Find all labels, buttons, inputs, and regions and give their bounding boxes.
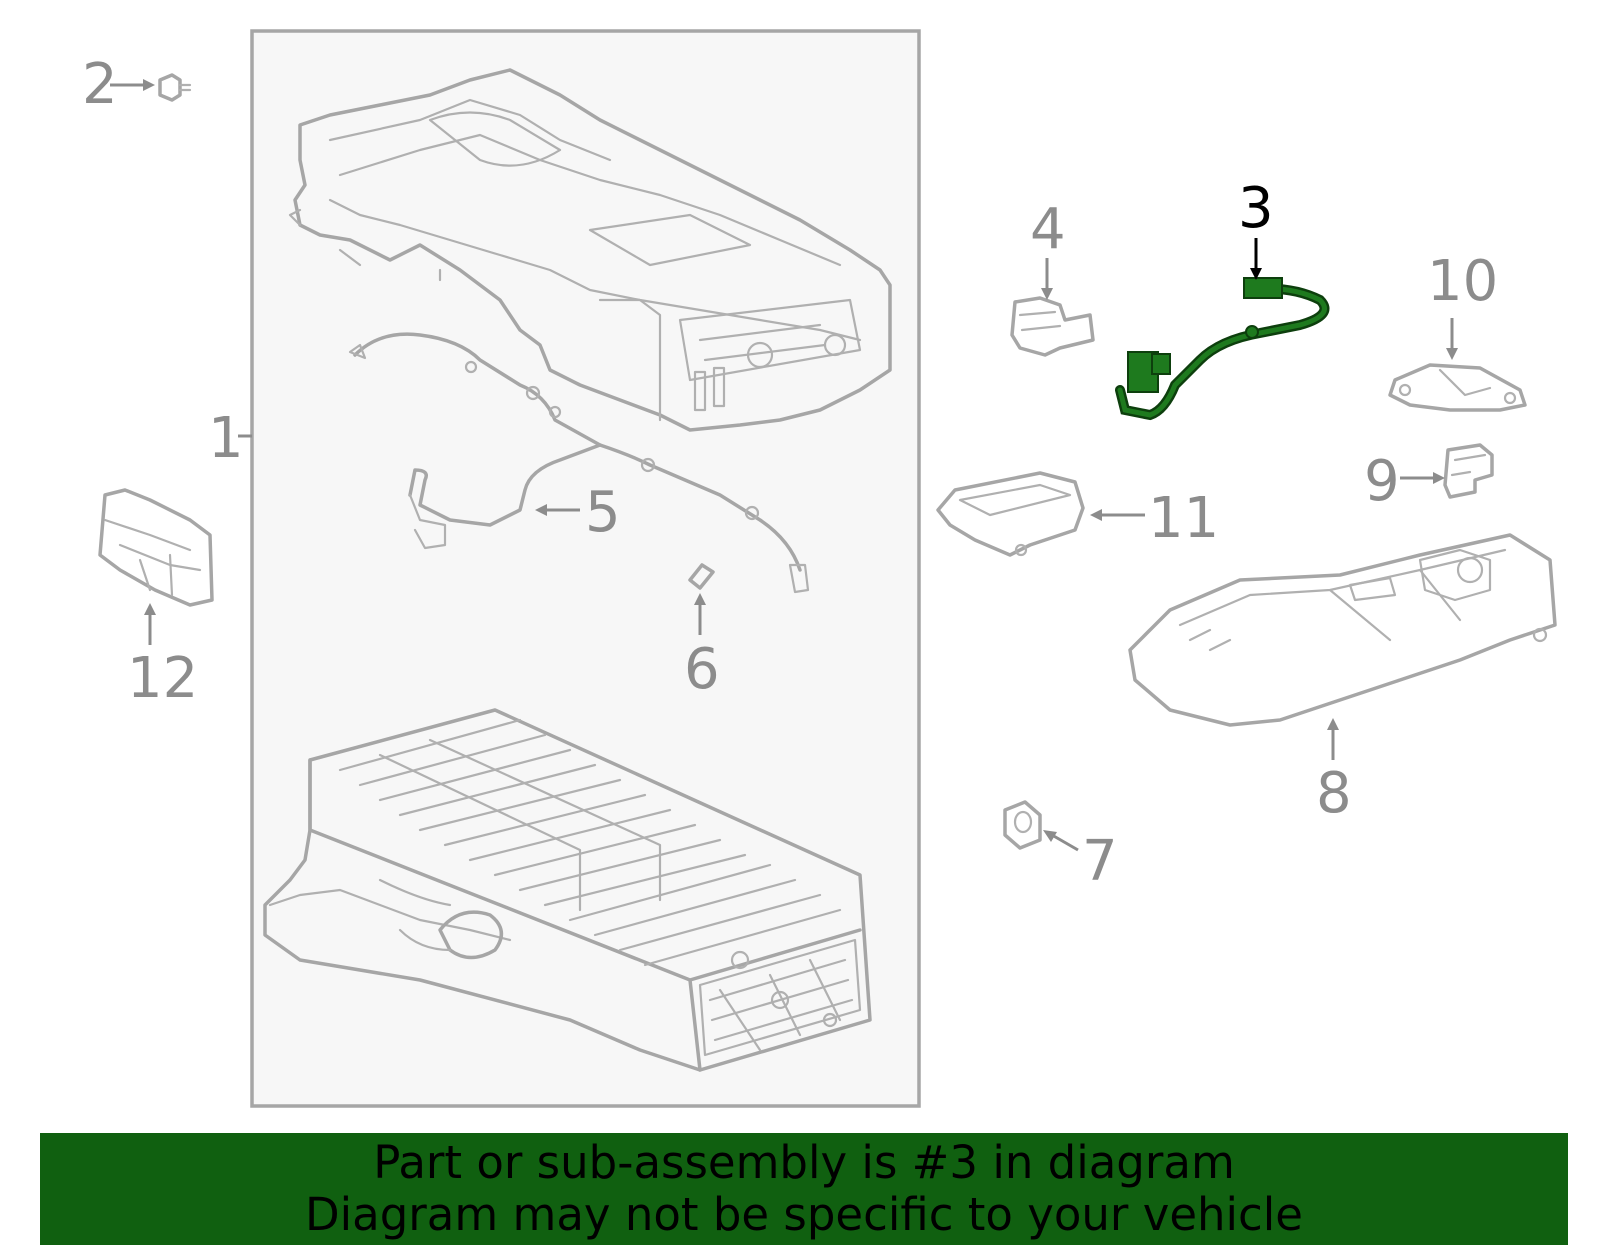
banner-line-1: Part or sub-assembly is #3 in diagram <box>373 1136 1235 1189</box>
battery-module-drawing <box>263 708 872 1072</box>
callout-6: 6 <box>684 637 720 702</box>
callout-8: 8 <box>1316 761 1352 826</box>
callout-7: 7 <box>1082 829 1118 894</box>
info-banner: Part or sub-assembly is #3 in diagram Di… <box>40 1133 1568 1245</box>
assembly-panel <box>250 29 921 1108</box>
callout-9: 9 <box>1364 449 1400 514</box>
leader-lines <box>110 79 1458 852</box>
callout-3: 3 <box>1238 176 1274 241</box>
banner-line-2: Diagram may not be specific to your vehi… <box>305 1188 1303 1241</box>
callout-5: 5 <box>585 480 621 545</box>
highlighted-cable-drawing <box>1115 277 1330 421</box>
bracket-drawing <box>1010 296 1095 357</box>
lower-tray-drawing <box>1128 533 1557 727</box>
clip-drawing <box>688 563 715 590</box>
cover-plate-drawing <box>1388 363 1527 412</box>
control-module-drawing <box>936 471 1085 557</box>
callout-4: 4 <box>1030 197 1066 262</box>
small-bracket-drawing <box>1443 443 1494 499</box>
callout-labels: 1 2 3 4 5 6 7 8 9 10 11 12 <box>82 52 1498 894</box>
callout-11: 11 <box>1148 486 1219 551</box>
callout-12: 12 <box>127 646 198 711</box>
bolt-drawing <box>158 73 192 102</box>
callout-10: 10 <box>1427 249 1498 314</box>
wire-harness-drawing <box>348 332 810 594</box>
callout-1: 1 <box>208 406 244 471</box>
battery-cover-drawing <box>288 68 892 432</box>
callout-2: 2 <box>82 52 118 117</box>
grommet-drawing <box>1003 800 1042 850</box>
connector-block-drawing <box>98 488 214 607</box>
